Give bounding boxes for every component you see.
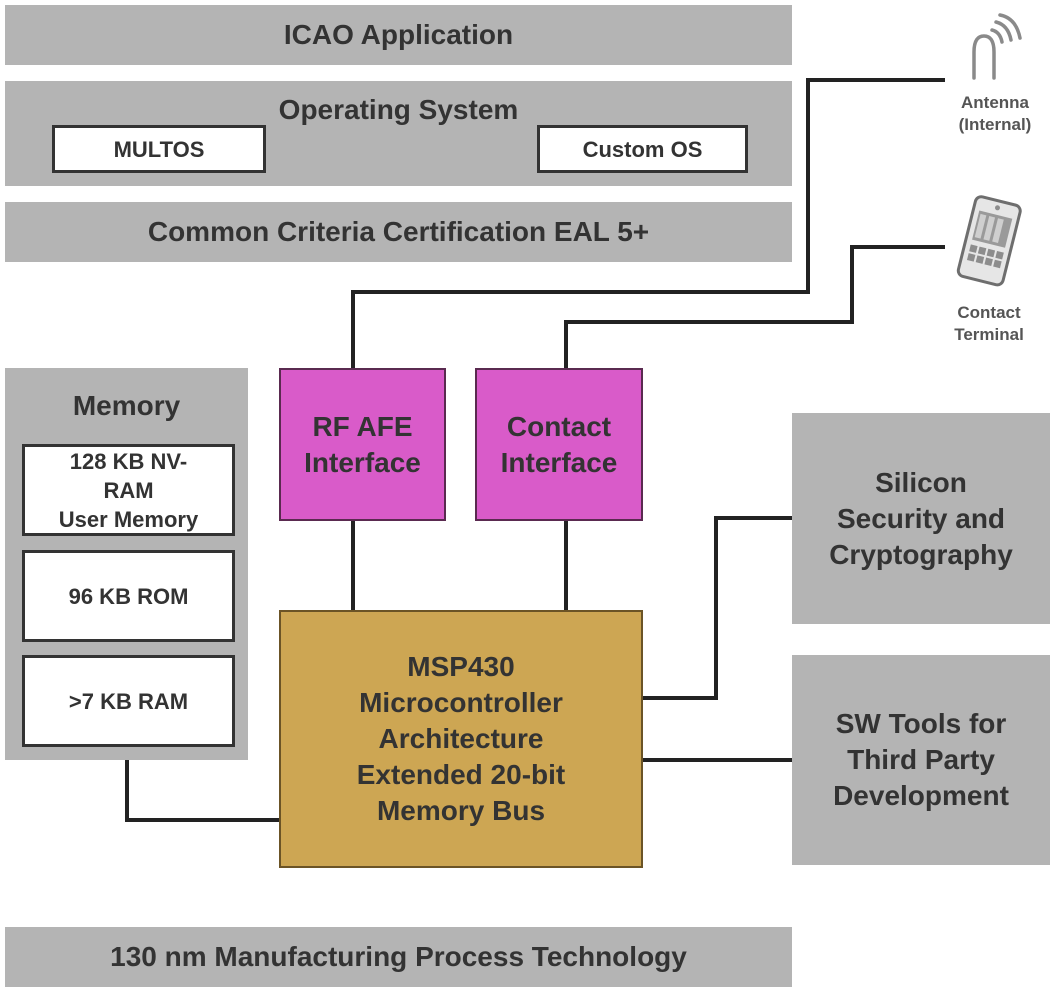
process-technology-layer: 130 nm Manufacturing Process Technology <box>5 927 792 987</box>
contact-terminal-label-line: Terminal <box>954 325 1024 344</box>
contact-interface-line: Interface <box>500 446 618 478</box>
wire-cpu-to-security <box>642 516 793 700</box>
tools-line: Development <box>833 780 1009 811</box>
contact-terminal-label-line: Contact <box>957 303 1021 322</box>
security-line: Security and <box>836 502 1006 534</box>
security-line: Cryptography <box>829 538 1013 570</box>
antenna-label-line: (Internal) <box>958 115 1032 134</box>
contact-interface-block: Contact Interface <box>475 368 643 521</box>
memory-item-line: 128 KB NV- <box>69 448 188 474</box>
memory-item-line: RAM <box>103 477 154 503</box>
icao-application-layer: ICAO Application <box>5 5 792 65</box>
memory-item-nvram: 128 KB NV- RAM User Memory <box>22 444 235 536</box>
cpu-line: Architecture <box>378 723 544 754</box>
contact-interface-line: Contact <box>506 410 612 442</box>
tools-line: Third Party <box>847 744 995 775</box>
memory-title: Memory <box>72 390 181 421</box>
os-option-multos-label: MULTOS <box>113 136 205 162</box>
icao-application-label: ICAO Application <box>283 19 514 50</box>
os-option-custom-os: Custom OS <box>537 125 748 173</box>
wire-antenna-to-rf <box>351 78 945 370</box>
security-line: Silicon <box>875 466 967 498</box>
cpu-line: Memory Bus <box>376 795 546 826</box>
sw-tools-block: SW Tools for Third Party Development <box>792 655 1050 865</box>
rf-interface-line: Interface <box>304 446 421 478</box>
certification-layer: Common Criteria Certification EAL 5+ <box>5 202 792 262</box>
cpu-line: Extended 20-bit <box>356 759 566 790</box>
contact-terminal-label: Contact Terminal <box>934 302 1044 346</box>
rf-afe-interface-block: RF AFE Interface <box>279 368 446 521</box>
os-option-custom-os-label: Custom OS <box>582 136 703 162</box>
contact-terminal-icon <box>956 195 1022 287</box>
tools-line: SW Tools for <box>835 708 1007 739</box>
wire-memory-to-cpu <box>125 760 280 822</box>
wire-terminal-to-contact <box>564 245 945 370</box>
memory-item-line: >7 KB RAM <box>68 688 189 714</box>
os-option-multos: MULTOS <box>52 125 266 173</box>
antenna-label: Antenna (Internal) <box>940 92 1050 136</box>
process-technology-label: 130 nm Manufacturing Process Technology <box>110 941 687 972</box>
msp430-cpu-block: MSP430 Microcontroller Architecture Exte… <box>279 610 643 868</box>
cpu-line: Microcontroller <box>359 687 563 718</box>
memory-item-line: 96 KB ROM <box>68 583 189 609</box>
silicon-security-block: Silicon Security and Cryptography <box>792 413 1050 624</box>
memory-item-rom: 96 KB ROM <box>22 550 235 642</box>
certification-label: Common Criteria Certification EAL 5+ <box>147 216 650 247</box>
memory-item-ram: >7 KB RAM <box>22 655 235 747</box>
antenna-icon <box>972 13 1022 80</box>
memory-item-line: User Memory <box>58 506 199 532</box>
operating-system-label: Operating System <box>278 94 519 125</box>
cpu-line: MSP430 <box>407 651 515 682</box>
antenna-label-line: Antenna <box>961 93 1029 112</box>
rf-interface-line: RF AFE <box>312 410 413 442</box>
